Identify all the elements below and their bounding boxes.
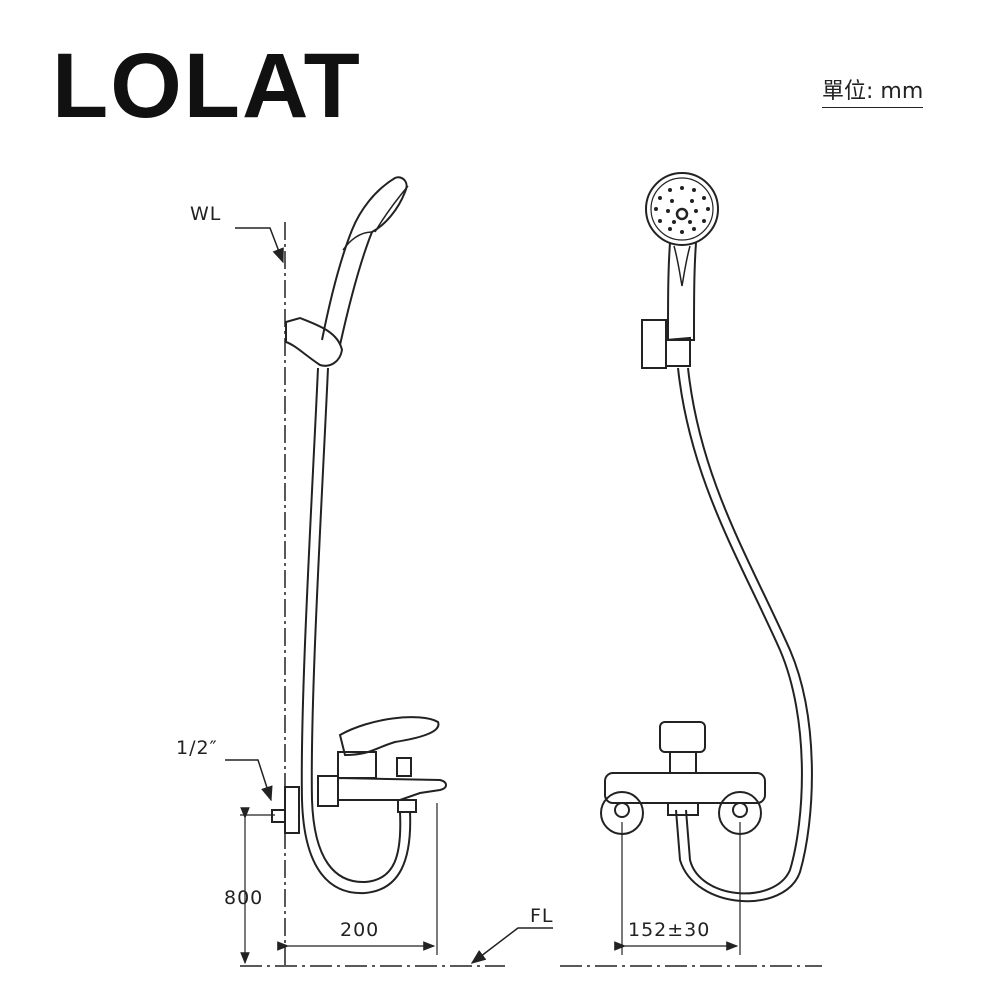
fl-leader (470, 927, 553, 964)
holder-side (285, 316, 344, 367)
dim-800-label: 800 (224, 887, 263, 909)
hand-shower-side (321, 176, 408, 346)
flange (284, 786, 300, 834)
pipe-leader (225, 759, 273, 802)
shower-handle-front (666, 242, 697, 341)
diverter-connector (397, 799, 417, 813)
holder-bracket (641, 319, 667, 369)
dim-200-label: 200 (340, 919, 379, 941)
lever-side (338, 716, 440, 757)
side-view (225, 176, 553, 968)
unit-label: 單位: mm (822, 73, 924, 108)
cartridge-cap (659, 721, 706, 753)
nozzle-dots (654, 186, 710, 234)
hose-front (677, 367, 803, 895)
front-view (560, 172, 822, 967)
wl-label: WL (190, 203, 221, 225)
eccentric-nut (317, 775, 339, 807)
mixer-body-front (604, 772, 766, 804)
dim-152-label: 152±30 (628, 919, 710, 941)
hose-side (300, 367, 412, 895)
mixer-body-side (337, 776, 447, 801)
wl-leader (235, 227, 284, 264)
brand-logo: LOLAT (52, 35, 362, 137)
pipe-size-label: 1/2″ (176, 737, 218, 759)
shower-head-front (645, 172, 719, 246)
fl-label: FL (530, 905, 554, 927)
